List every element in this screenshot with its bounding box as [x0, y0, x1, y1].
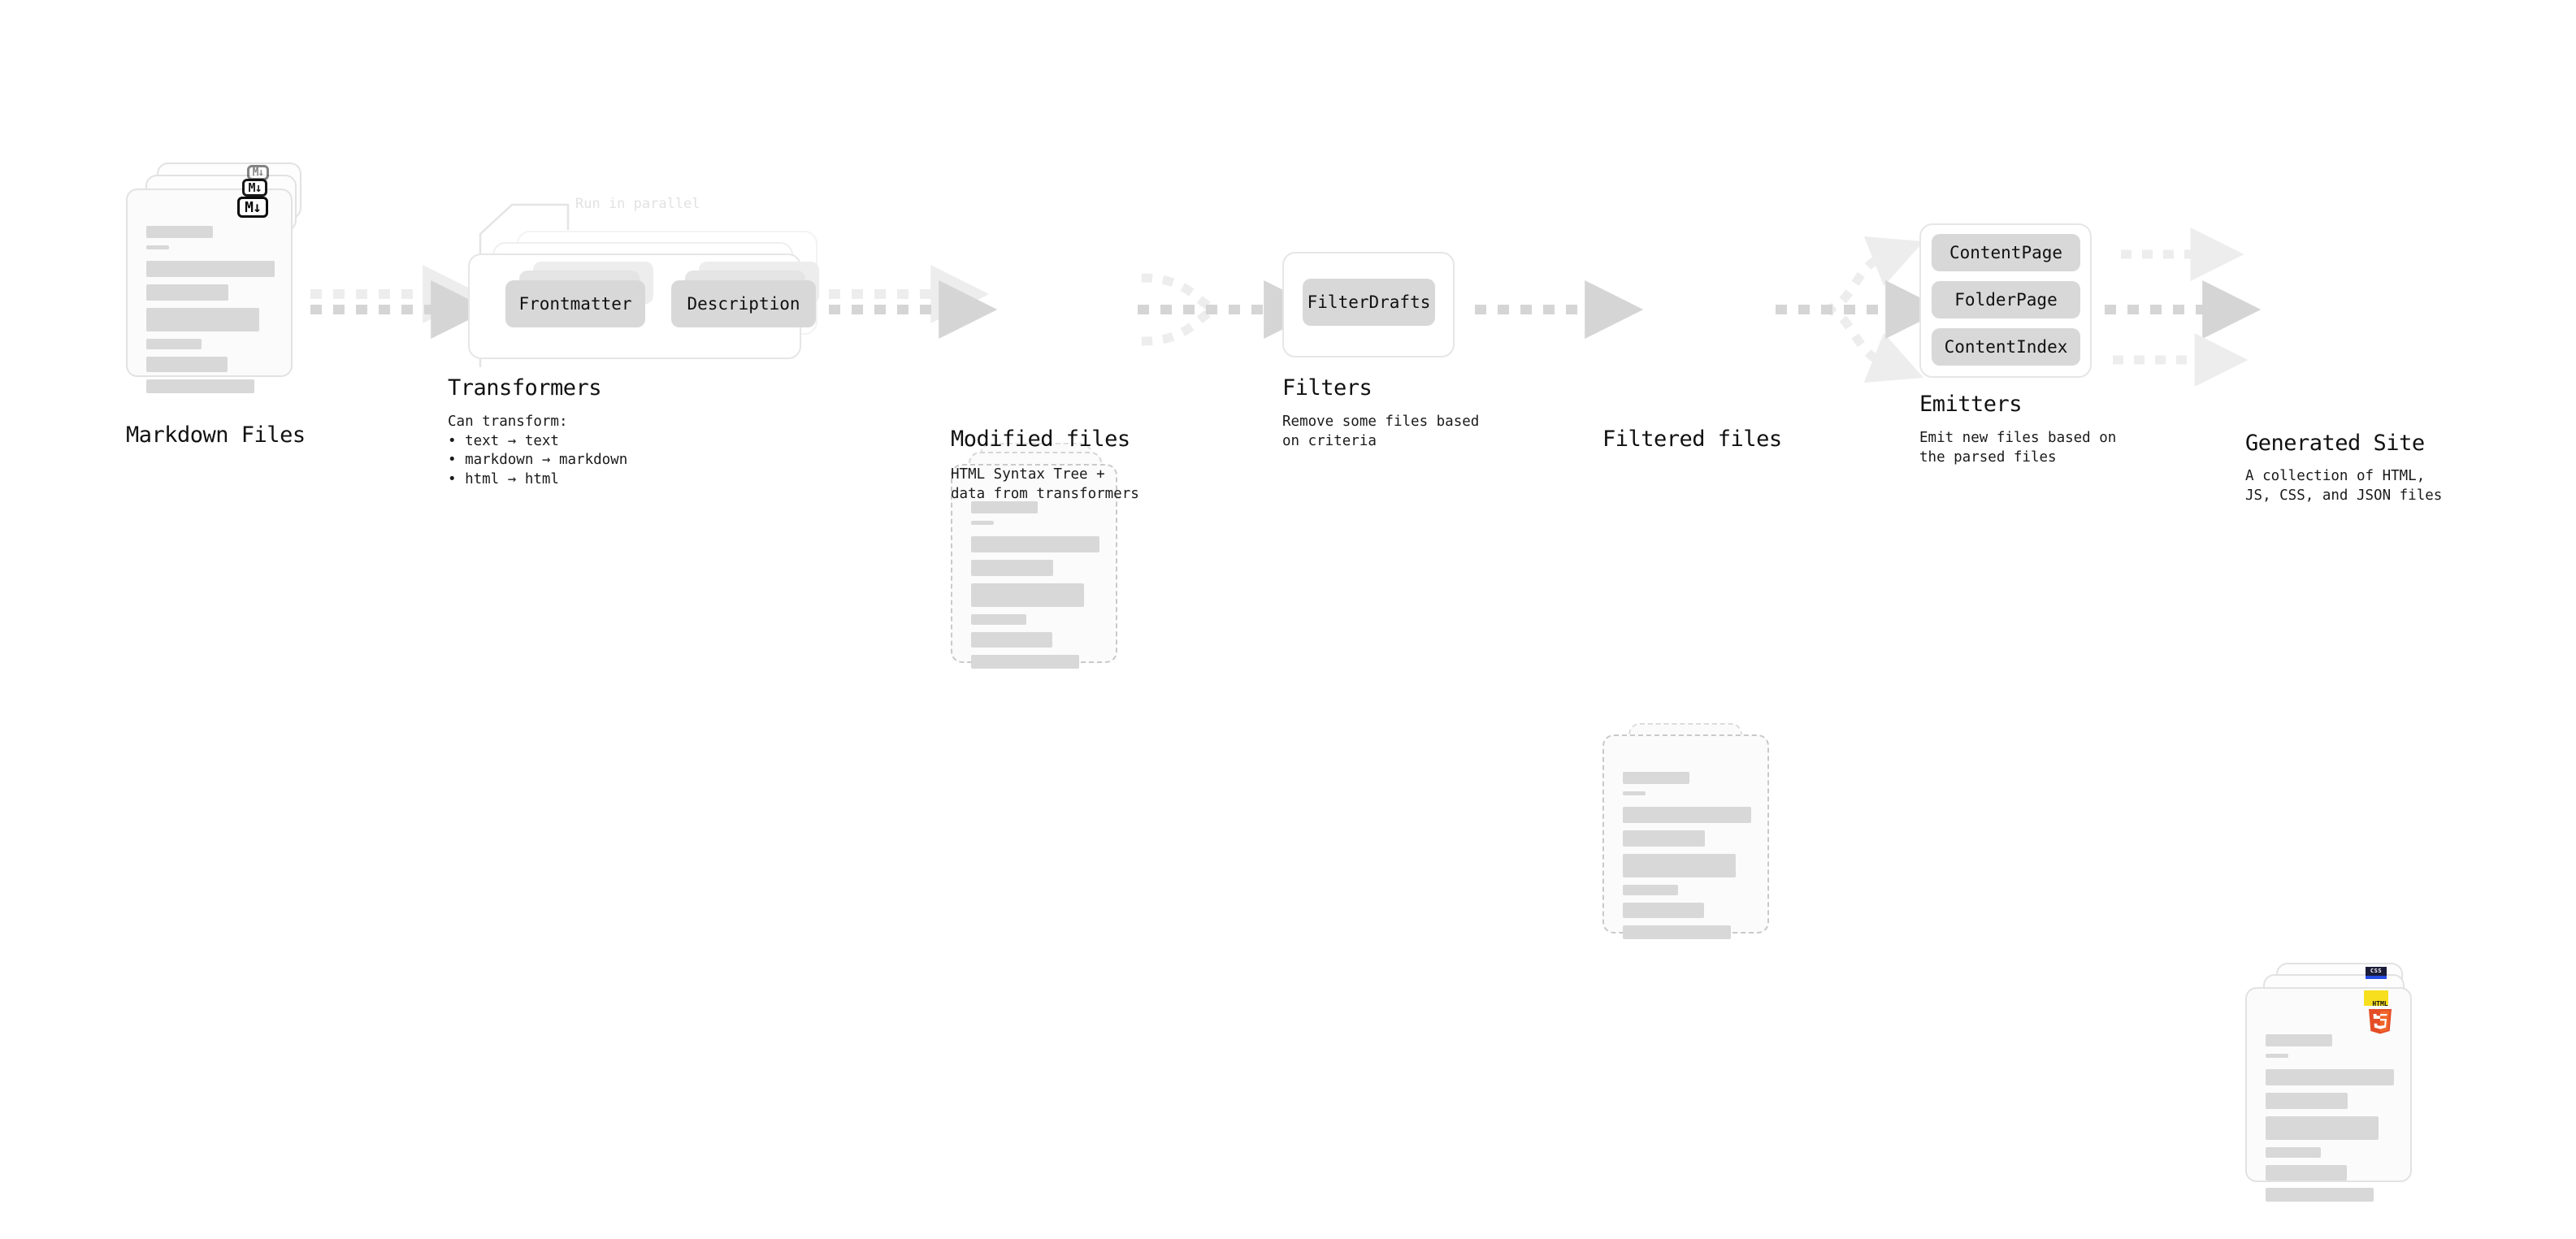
transformers-subtitle: Can transform: • text → text • markdown … — [448, 414, 628, 487]
markdown-files-title: Markdown Files — [126, 422, 306, 448]
html5-badge: HTML — [2369, 1000, 2392, 1034]
stage-transformers: Run in parallel Frontmatter Description — [439, 195, 829, 374]
markdown-badge: M↓ — [237, 197, 268, 218]
markdown-badge-back: M↓ — [247, 165, 269, 180]
modified-files-title: Modified files — [951, 427, 1130, 452]
generated-site-title: Generated Site — [2245, 431, 2425, 456]
filtered-skeleton-lines — [1623, 772, 1751, 947]
stage-emitters: ContentPage FolderPage ContentIndex — [1919, 223, 2131, 394]
emitters-title: Emitters — [1919, 392, 2023, 417]
run-in-parallel-label: Run in parallel — [575, 196, 700, 212]
arrow-filtered-to-emitters — [1776, 236, 1945, 383]
filtered-files-title: Filtered files — [1602, 427, 1782, 452]
svg-text:HTML: HTML — [2372, 1000, 2387, 1007]
emitters-subtitle: Emit new files based on the parsed files — [1919, 430, 2117, 466]
arrow-modified-to-filters — [1138, 273, 1323, 346]
arrow-markdown-to-transformers — [310, 265, 490, 339]
emitter-pill-contentpage[interactable]: ContentPage — [1932, 234, 2080, 271]
markdown-skeleton-lines — [146, 226, 275, 401]
stage-markdown-files: M↓ M↓ M↓ — [126, 162, 313, 431]
css-badge-label: CSS — [2366, 967, 2387, 976]
site-skeleton-lines — [2266, 1034, 2394, 1209]
modified-files-subtitle: HTML Syntax Tree + data from transformer… — [951, 466, 1139, 502]
markdown-card-front — [126, 188, 293, 393]
filter-pill-filterdrafts[interactable]: FilterDrafts — [1303, 279, 1435, 326]
stage-filters: FilterDrafts — [1282, 252, 1477, 366]
emitter-pill-contentindex[interactable]: ContentIndex — [1932, 328, 2080, 366]
generated-site-subtitle: A collection of HTML, JS, CSS, and JSON … — [2245, 468, 2443, 504]
transformer-pill-frontmatter[interactable]: Frontmatter — [505, 280, 645, 327]
transformers-title: Transformers — [448, 375, 602, 401]
emitter-pill-folderpage[interactable]: FolderPage — [1932, 281, 2080, 318]
css-badge: CSS — [2366, 967, 2387, 979]
stage-generated-site: CSS HTML — [2245, 963, 2440, 1239]
filters-subtitle: Remove some files based on criteria — [1282, 414, 1480, 449]
arrow-transformers-to-modified — [829, 265, 998, 339]
stage-filtered-files — [1602, 723, 1789, 991]
modified-card-front — [951, 464, 1117, 669]
transformer-pill-description[interactable]: Description — [671, 280, 816, 327]
filters-title: Filters — [1282, 375, 1373, 401]
filtered-card-front — [1602, 734, 1769, 939]
stage-modified-files — [951, 443, 1138, 711]
pipeline-diagram: M↓ M↓ M↓ Markdown Files Run in parallel … — [126, 162, 2443, 1202]
markdown-badge-mid: M↓ — [242, 179, 267, 197]
modified-skeleton-lines — [971, 501, 1099, 676]
